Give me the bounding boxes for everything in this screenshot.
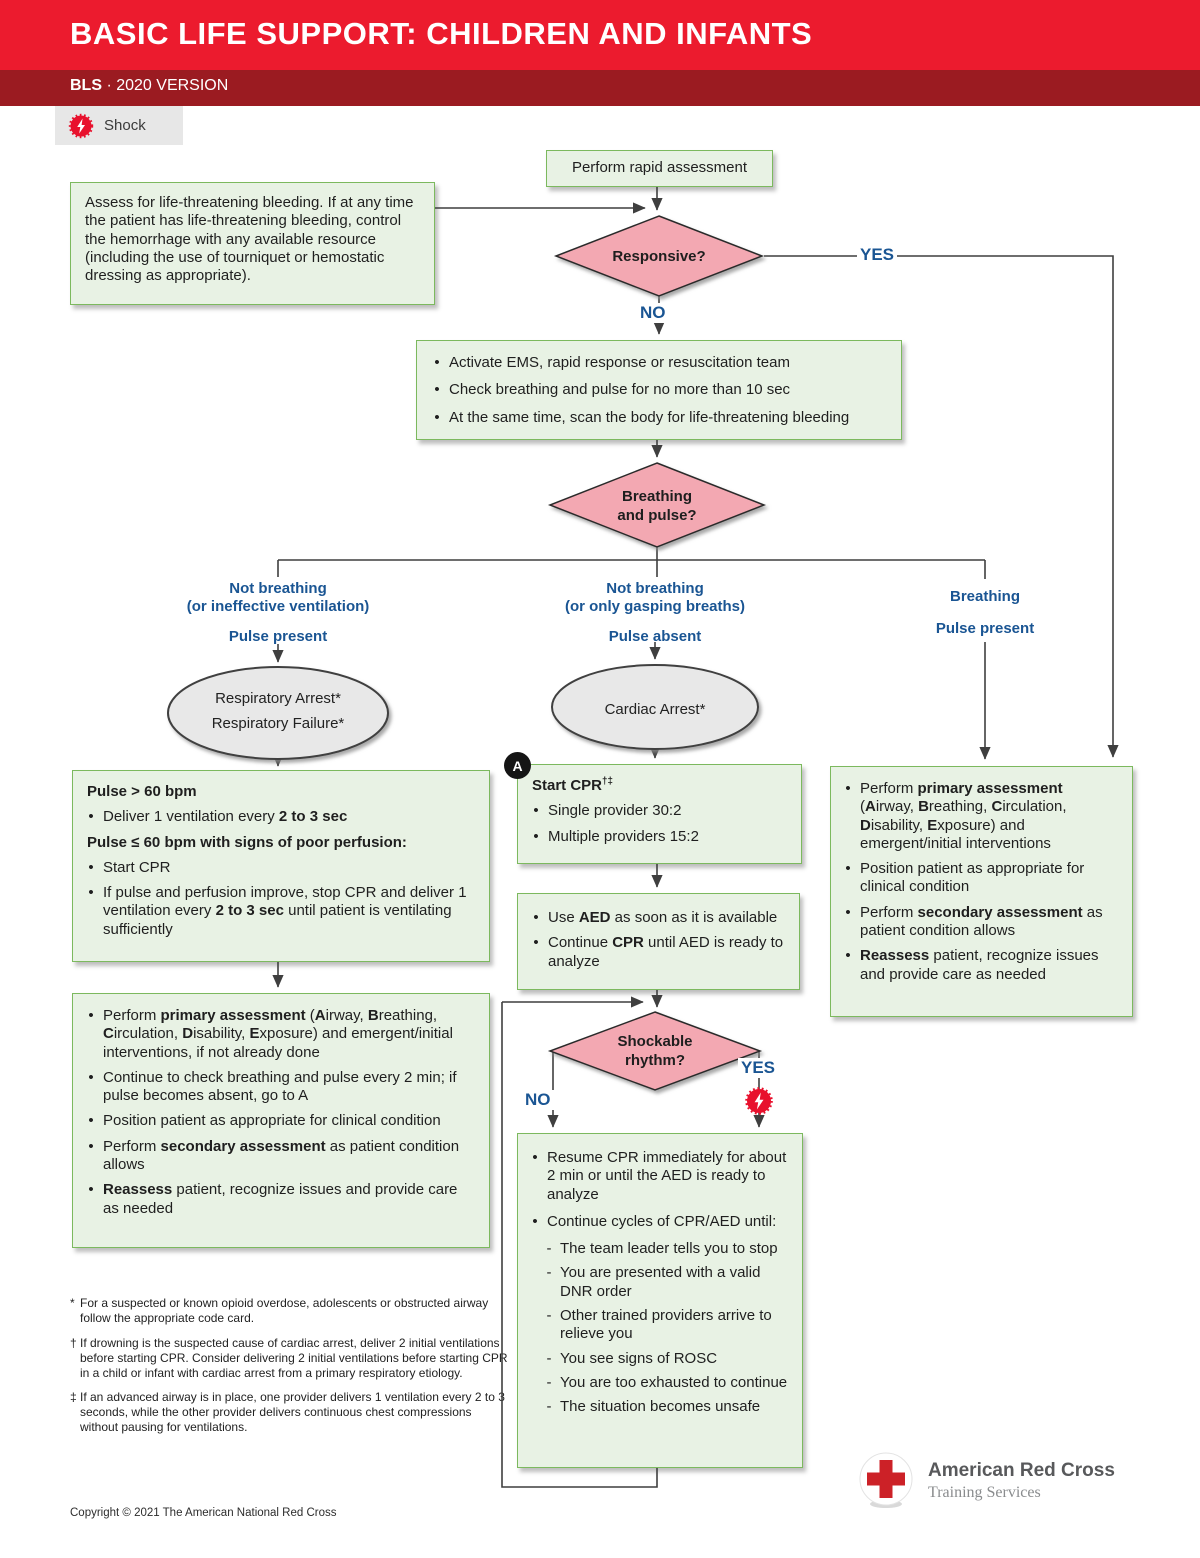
branch-mid-line2: (or only gasping breaths) <box>564 598 745 615</box>
list-item: *For a suspected or known opioid overdos… <box>70 1296 489 1325</box>
respiratory-arrest-line2: Respiratory Failure* <box>211 714 345 732</box>
branch-left-line2: (or ineffective ventilation) <box>186 598 370 615</box>
node-use-aed: •Use AED as soon as it is available •Cont… <box>517 893 800 990</box>
list-item: •Multiple providers 15:2 <box>533 827 699 845</box>
list-item: •Activate EMS, rapid response or resusci… <box>434 354 790 371</box>
list-item: Pulse > 60 bpm <box>87 783 197 800</box>
list-item: †If drowning is the suspected cause of c… <box>70 1335 508 1380</box>
shockable-line2: rhythm? <box>625 1051 685 1069</box>
list-item: •At the same time, scan the body for lif… <box>434 408 850 426</box>
responsive-yes-label: YES <box>857 245 898 265</box>
shockable-line1: Shockable <box>617 1033 693 1050</box>
respiratory-arrest-line1: Respiratory Arrest* <box>215 690 341 707</box>
branch-label-right-pulse: Pulse present <box>935 620 1035 637</box>
version-text: 2020 VERSION <box>116 77 229 94</box>
node-start-cpr: Start CPR†‡ •Single provider 30:2 •Multipl… <box>517 764 802 864</box>
shock-icon <box>68 113 94 138</box>
version-label: BLS · 2020 VERSION <box>70 77 228 95</box>
node-bleeding-note: Assess for life-threatening bleeding. If… <box>70 182 435 305</box>
list-item: -The situation becomes unsafe <box>546 1398 761 1416</box>
list-item: •Continue to check breathing and pulse e… <box>88 1068 457 1105</box>
list-item: -You see signs of ROSC <box>546 1349 718 1367</box>
list-item: -You are too exhausted to continue <box>546 1373 788 1391</box>
list-item: •Single provider 30:2 <box>533 802 682 820</box>
branch-label-mid: Not breathing (or only gasping breaths) <box>535 580 775 616</box>
node-activate-ems: •Activate EMS, rapid response or resusci… <box>416 340 902 440</box>
branch-label-mid-pulse: Pulse absent <box>608 628 702 645</box>
branch-label-left: Not breathing (or ineffective ventilatio… <box>158 580 398 616</box>
responsive-no-label: NO <box>637 303 669 323</box>
subheader-band: BLS · 2020 VERSION <box>0 70 1200 106</box>
shock-badge-icon <box>744 1086 774 1121</box>
list-item: •If pulse and perfusion improve, stop CP… <box>88 884 467 938</box>
list-item: •Start CPR <box>88 858 171 876</box>
list-item: •Check breathing and pulse for no more t… <box>434 381 791 399</box>
logo-text: American Red Cross Training Services <box>928 1460 1115 1502</box>
responsive-question: Responsive? <box>612 248 706 265</box>
respiratory-arrest-label: Respiratory Arrest* Respiratory Failure* <box>168 687 388 737</box>
node-primary-assessment-right: •Perform primary assessment (Airway, Bre… <box>830 766 1133 1017</box>
list-item: •Use AED as soon as it is available <box>533 909 778 926</box>
page-title: BASIC LIFE SUPPORT: CHILDREN AND INFANTS <box>70 16 813 51</box>
program-label: BLS <box>70 77 102 94</box>
list-item: •Perform primary assessment (Airway, Bre… <box>88 1007 453 1061</box>
footnotes: *For a suspected or known opioid overdos… <box>70 1296 508 1445</box>
branch-mid-line1: Not breathing <box>606 580 704 597</box>
list-item: •Reassess patient, recognize issues and … <box>845 947 1099 983</box>
separator-dot: · <box>106 77 112 94</box>
tab-shock[interactable]: Shock <box>55 106 183 145</box>
reference-a-marker: A <box>504 752 531 779</box>
list-item: •Perform secondary assessment as patient… <box>845 903 1103 940</box>
node-rapid-assessment: Perform rapid assessment <box>546 150 773 187</box>
breathing-pulse-question: Breathing and pulse? <box>577 488 737 526</box>
branch-label-left-pulse: Pulse present <box>228 628 328 645</box>
node-primary-assessment-left: •Perform primary assessment (Airway, Bre… <box>72 993 490 1248</box>
node-pulse-thresholds: Pulse > 60 bpm •Deliver 1 ventilation eve… <box>72 770 490 962</box>
list-item: •Continue CPR until AED is ready to anal… <box>533 934 784 970</box>
list-item: ‡If an advanced airway is in place, one … <box>70 1390 505 1435</box>
logo-title: American Red Cross <box>928 1460 1115 1481</box>
breathing-pulse-line2: and pulse? <box>617 506 697 524</box>
shockable-question: Shockable rhythm? <box>575 1033 735 1071</box>
tab-shock-label: Shock <box>104 117 146 134</box>
node-resume-cpr: •Resume CPR immediately for about 2 min … <box>517 1133 803 1468</box>
copyright-text: Copyright © 2021 The American National R… <box>70 1507 337 1519</box>
shockable-yes-label: YES <box>738 1058 779 1078</box>
logo-subtitle: Training Services <box>928 1484 1041 1501</box>
cardiac-arrest-label: Cardiac Arrest* <box>604 701 706 718</box>
list-item: Start CPR†‡ <box>532 776 613 794</box>
header-band: BASIC LIFE SUPPORT: CHILDREN AND INFANTS <box>0 0 1200 70</box>
node-bleeding-note-text: Assess for life-threatening bleeding. If… <box>85 194 414 285</box>
list-item: •Position patient as appropriate for cli… <box>88 1112 441 1130</box>
list-item: -The team leader tells you to stop <box>546 1240 778 1258</box>
list-item: •Position patient as appropriate for cli… <box>845 860 1085 896</box>
list-item: -Other trained providers arrive to relie… <box>546 1307 772 1343</box>
red-cross-logo: American Red Cross Training Services <box>858 1452 1115 1510</box>
shockable-no-label: NO <box>522 1090 554 1110</box>
list-item: •Resume CPR immediately for about 2 min … <box>532 1149 787 1203</box>
list-item: •Reassess patient, recognize issues and … <box>88 1181 458 1217</box>
list-item: •Perform primary assessment (Airway, Bre… <box>845 780 1067 852</box>
node-rapid-assessment-text: Perform rapid assessment <box>571 159 748 177</box>
list-item: •Continue cycles of CPR/AED until: <box>532 1212 777 1230</box>
branch-label-right: Breathing <box>949 588 1020 605</box>
list-item: •Perform secondary assessment as patient… <box>88 1137 460 1174</box>
branch-left-line1: Not breathing <box>229 580 327 597</box>
list-item: •Deliver 1 ventilation every 2 to 3 sec <box>88 808 348 826</box>
list-item: Pulse ≤ 60 bpm with signs of poor perfus… <box>87 833 407 851</box>
list-item: -You are presented with a valid DNR orde… <box>546 1264 761 1300</box>
red-cross-icon <box>859 1452 913 1508</box>
breathing-pulse-line1: Breathing <box>621 488 692 505</box>
